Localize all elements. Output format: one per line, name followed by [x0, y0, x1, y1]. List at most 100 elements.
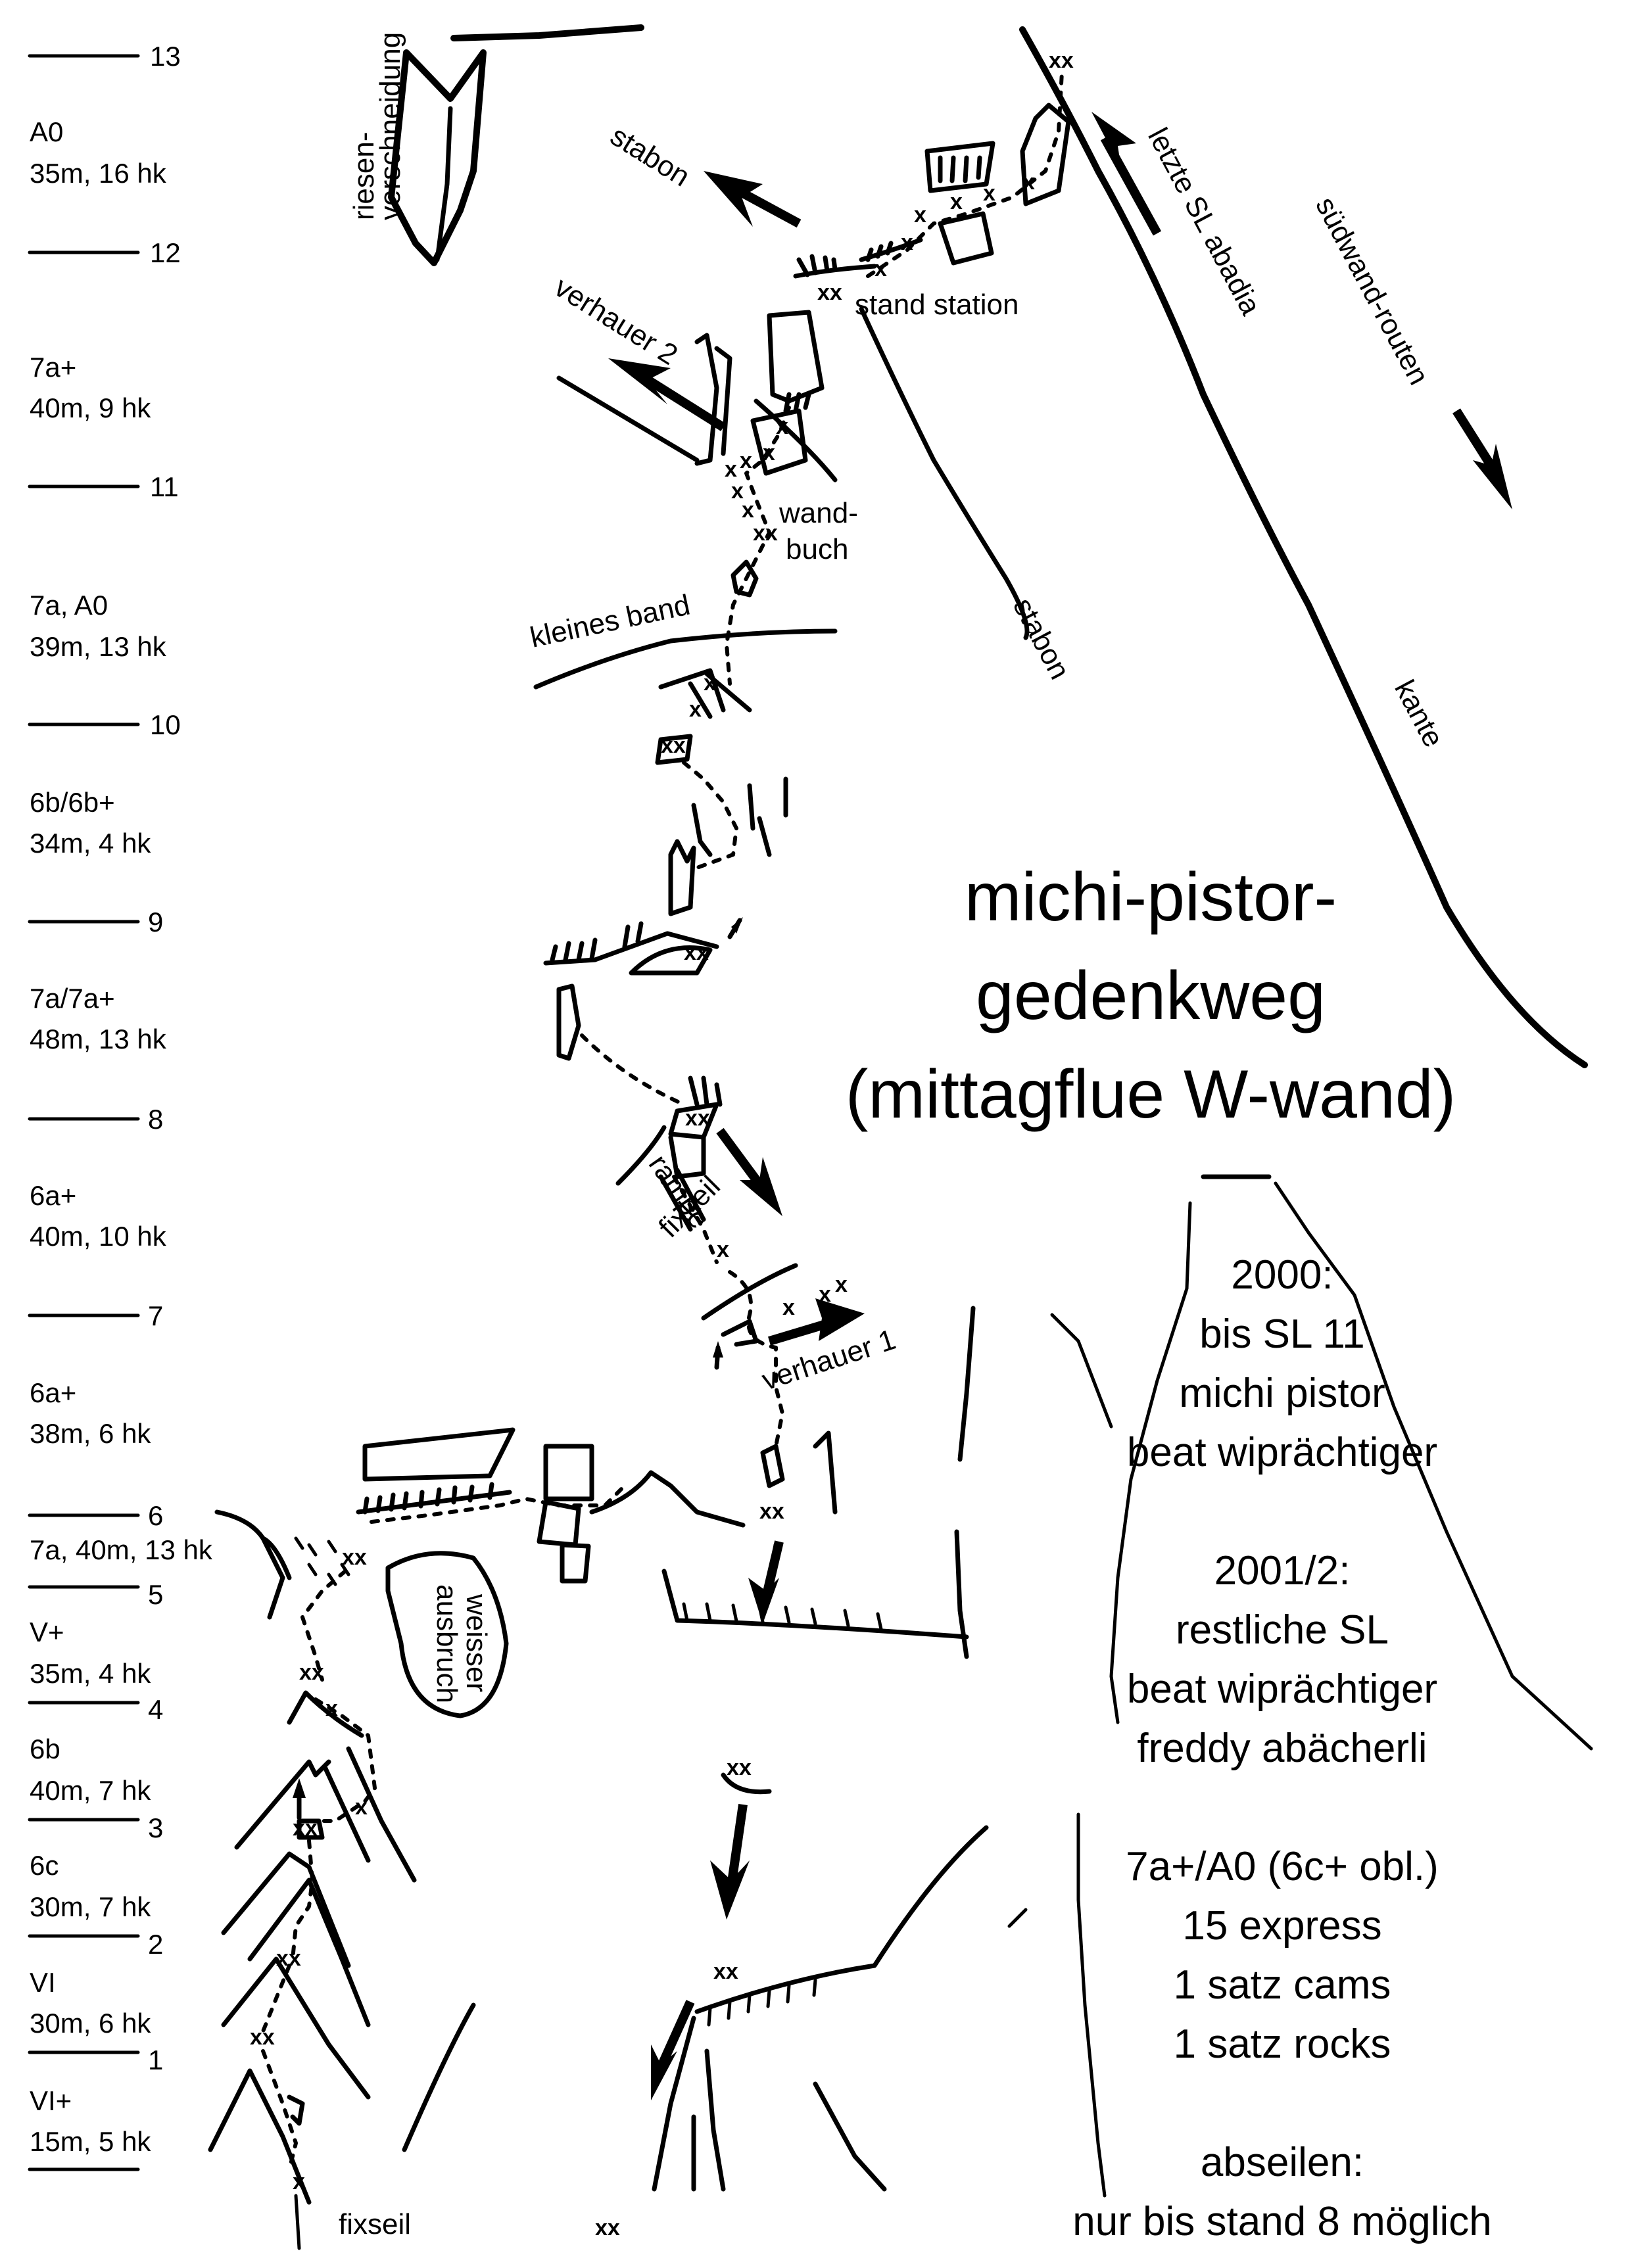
- verschneidung-label: verschneidung: [374, 32, 406, 220]
- anchor-station-2: xx: [250, 2025, 275, 2050]
- pitch-grade: 6b: [30, 1734, 60, 1764]
- station-number: 6: [148, 1500, 163, 1531]
- anchor-station-4: xx: [293, 1816, 318, 1841]
- fixseil-label: fixseil: [339, 2208, 411, 2240]
- route-lower-section: x x xx xx xx x fixseil: [208, 1690, 476, 2250]
- riesenverschneidung-dihedral: riesen- verschneidung: [348, 24, 644, 266]
- station-number: 11: [150, 471, 179, 502]
- bolt: x: [763, 440, 775, 465]
- station-marker-6: 6: [28, 1500, 163, 1531]
- station-marker-4: 4: [28, 1694, 163, 1725]
- first-ascent-person-2: beat wiprächtiger: [1127, 1430, 1437, 1475]
- station-number: 13: [150, 41, 181, 72]
- first-ascent-year: 2000:: [1231, 1252, 1333, 1298]
- title-line-1: michi-pistor-: [965, 859, 1337, 935]
- bolt: x: [725, 457, 737, 482]
- station-number: 9: [148, 907, 163, 937]
- anchor: xx: [727, 1755, 752, 1780]
- station-number: 1: [148, 2044, 163, 2075]
- rappel-heading: abseilen:: [1201, 2140, 1364, 2185]
- anchor-station-5: xx: [299, 1660, 324, 1685]
- kante-label: kante: [1388, 675, 1450, 753]
- station-marker-3: 3: [28, 1812, 163, 1843]
- station-number: 5: [148, 1579, 163, 1610]
- route-info: 2000: bis SL 11 michi pistor beat wipräc…: [1072, 1252, 1492, 2244]
- pitch-details: 35m, 4 hk: [30, 1658, 151, 1689]
- stand-station-area: xx x x x x x x xx stand station: [793, 48, 1074, 321]
- anchor: xx: [595, 2215, 620, 2240]
- anchor-station-7: xx: [759, 1499, 784, 1524]
- route-title: michi-pistor- gedenkweg (mittagflue W-wa…: [846, 859, 1456, 1133]
- bolt: x: [835, 1272, 848, 1297]
- bolt: x: [782, 1295, 795, 1320]
- pitch-details: 15m, 5 hk: [30, 2126, 151, 2157]
- anchor-station-11: xx: [753, 521, 778, 546]
- bolt: x: [901, 230, 913, 255]
- weisser-label: weisser: [460, 1594, 492, 1692]
- gear-nuts: 1 satz rocks: [1174, 2021, 1391, 2067]
- anchor-station-9: xx: [684, 940, 709, 965]
- bolt: x: [355, 1795, 368, 1820]
- completion-person-2: freddy abächerli: [1137, 1726, 1427, 1771]
- station-marker-1: 1: [28, 2044, 163, 2075]
- station-marker-11: 11: [28, 471, 179, 502]
- bolt: x: [740, 448, 752, 473]
- bolt: x: [325, 1696, 338, 1721]
- ausbruch-label: ausbruch: [431, 1584, 463, 1703]
- pitch-details: 34m, 4 hk: [30, 828, 151, 859]
- pitch-grade: 6a+: [30, 1377, 76, 1408]
- gear-cams: 1 satz cams: [1174, 1962, 1391, 2008]
- pitch-details: 30m, 7 hk: [30, 1891, 151, 1922]
- bolt: x: [914, 202, 926, 227]
- bolt: x: [776, 414, 788, 439]
- station-marker-10: 10: [28, 709, 181, 740]
- station-number: 8: [148, 1104, 163, 1135]
- anchor-station-1: x: [293, 2169, 305, 2194]
- anchor-station-6: xx: [342, 1545, 367, 1570]
- station-number: 12: [150, 237, 181, 268]
- first-ascent-person-1: michi pistor: [1179, 1371, 1385, 1416]
- station-number: 3: [148, 1812, 163, 1843]
- pitch-details: 35m, 16 hk: [30, 158, 167, 189]
- pitch-details: 48m, 13 hk: [30, 1024, 167, 1054]
- pitch-details: 40m, 7 hk: [30, 1775, 151, 1806]
- completion-person-1: beat wiprächtiger: [1127, 1666, 1437, 1712]
- riesen-label: riesen-: [348, 132, 380, 221]
- rappel-note: nur bis stand 8 möglich: [1072, 2199, 1492, 2244]
- title-line-2: gedenkweg: [976, 958, 1326, 1034]
- title-line-3: (mittagflue W-wand): [846, 1056, 1456, 1133]
- completion-year: 2001/2:: [1214, 1548, 1351, 1594]
- station-number: 7: [148, 1300, 163, 1331]
- bolt: x: [983, 181, 995, 206]
- gear-quickdraws: 15 express: [1182, 1903, 1381, 1949]
- station-number: 10: [150, 709, 181, 740]
- bolt: x: [1022, 170, 1035, 195]
- station-marker-5: 5: [28, 1579, 163, 1610]
- pitch-details: 40m, 9 hk: [30, 392, 151, 423]
- anchor-station-10: xx: [661, 733, 686, 758]
- station-marker-7: 7: [28, 1300, 163, 1331]
- pitch-grade: 6b/6b+: [30, 787, 115, 818]
- station-marker-13: 13: [28, 41, 181, 72]
- info-peak-outline: [1007, 1174, 1593, 2198]
- anchor-station-8: xx: [685, 1106, 710, 1131]
- rappel-lower-section: xx xx xx: [595, 1755, 989, 2240]
- pitch-scale: 13 A0 35m, 16 hk 12 7a+ 40m, 9 hk 11 7a,…: [28, 41, 213, 2171]
- pitch-grade: 7a/7a+: [30, 983, 115, 1014]
- pitch-details: 39m, 13 hk: [30, 631, 167, 662]
- station-number: 4: [148, 1694, 163, 1725]
- bolt: x: [717, 1237, 729, 1262]
- pitch-grade: A0: [30, 116, 63, 147]
- pitch-details: 40m, 10 hk: [30, 1221, 167, 1252]
- station-marker-2: 2: [28, 1929, 163, 1960]
- station-marker-12: 12: [28, 237, 181, 268]
- pitch-details: 30m, 6 hk: [30, 2008, 151, 2039]
- bolt: x: [704, 671, 716, 696]
- suedwand-routen-label: südwand-routen: [1309, 192, 1435, 390]
- pitch-grade: 6a+: [30, 1180, 76, 1211]
- wandbuch-label-line1: wand-: [779, 497, 858, 529]
- bolt: x: [689, 697, 702, 722]
- pitch-details: 38m, 6 hk: [30, 1418, 151, 1449]
- verhauer-2-label: verhauer 2: [549, 271, 683, 371]
